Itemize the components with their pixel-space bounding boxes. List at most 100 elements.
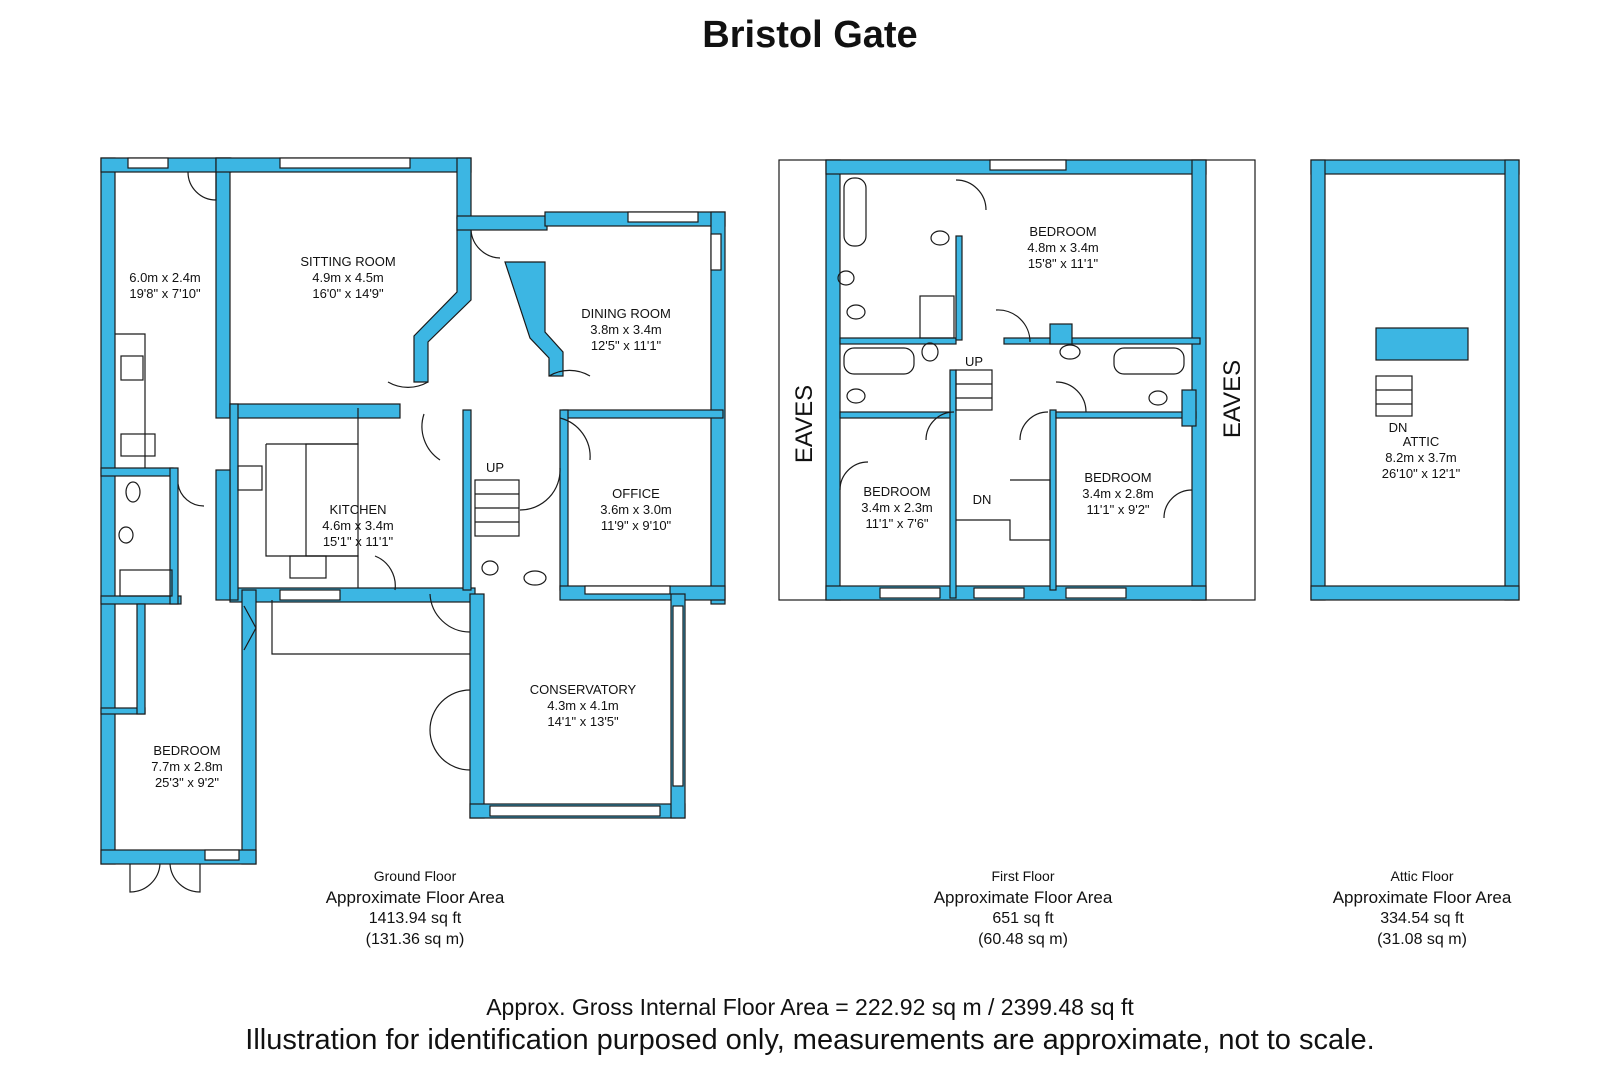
wall-bedroom-right-north <box>1055 411 1197 419</box>
wall-sitting-south <box>229 403 401 419</box>
door-swing <box>429 689 471 731</box>
attic-metric: 8.2m x 3.7m <box>1385 450 1457 465</box>
basin-icon <box>921 342 939 362</box>
wall-sitting-diagonal <box>413 217 472 383</box>
first-stairs-up-label: UP <box>965 354 983 369</box>
door-swing <box>839 461 869 491</box>
sink-icon <box>289 555 327 579</box>
office-metric: 3.6m x 3.0m <box>600 502 672 517</box>
area-label: Approximate Floor Area <box>325 888 505 907</box>
wall-ensuite-right <box>1181 389 1197 427</box>
window <box>1065 587 1127 599</box>
door-swing <box>955 179 987 211</box>
ground-bedroom-imperial: 25'3" x 9'2" <box>155 775 219 790</box>
ground-floor-plan <box>100 157 726 893</box>
area-sqm: (60.48 sq m) <box>978 931 1068 948</box>
window <box>489 805 661 817</box>
ground-west-wall <box>100 157 116 865</box>
window <box>584 585 671 595</box>
attic-north-wall <box>1310 159 1520 175</box>
toilet-icon <box>481 560 499 576</box>
area-label: Approximate Floor Area <box>933 888 1113 907</box>
attic-stairs-dn-label: DN <box>1389 420 1408 435</box>
window <box>627 211 699 223</box>
window <box>127 157 169 169</box>
door-swing <box>421 413 441 461</box>
floor-name: Attic Floor <box>1390 868 1454 884</box>
first-floor-area: First Floor Approximate Floor Area 651 s… <box>893 866 1153 950</box>
hob-icon <box>237 465 263 491</box>
door-swing <box>429 593 471 633</box>
attic-floor-plan <box>1310 159 1520 601</box>
patio-outline <box>271 600 470 655</box>
first-bedroom-right-imperial: 11'1" x 9'2" <box>1086 502 1149 517</box>
wall-kitchen-west <box>229 403 239 601</box>
office-name: OFFICE <box>612 486 660 501</box>
floor-name: First Floor <box>991 868 1055 884</box>
wall-hall-left <box>215 469 231 601</box>
door-swing <box>1163 489 1193 519</box>
kitchen-counter <box>265 408 359 588</box>
window <box>989 159 1067 171</box>
kitchen-metric: 4.6m x 3.4m <box>322 518 394 533</box>
door-swing <box>374 555 396 591</box>
bath-icon <box>843 347 915 375</box>
area-label: Approximate Floor Area <box>1332 888 1512 907</box>
utility-metric: 6.0m x 2.4m <box>129 270 201 285</box>
first-bedroom-right-metric: 3.4m x 2.8m <box>1082 486 1154 501</box>
window <box>204 849 240 861</box>
door-swing <box>548 369 591 377</box>
ground-stairs-up-label: UP <box>486 460 504 475</box>
attic-west-wall <box>1310 159 1326 601</box>
wall-stair-east <box>1049 409 1057 591</box>
door-swing <box>169 863 201 893</box>
attic-name: ATTIC <box>1403 434 1440 449</box>
wall-stair-west <box>949 369 957 599</box>
door-swing <box>129 863 161 893</box>
sitting-room-imperial: 16'0" x 14'9" <box>312 286 384 301</box>
door-swing <box>1019 411 1049 441</box>
office-imperial: 11'9" x 9'10" <box>601 518 672 533</box>
door-swing <box>187 171 217 201</box>
sink-icon <box>120 433 156 457</box>
eaves-outline <box>778 159 1256 601</box>
door-swing <box>243 605 257 651</box>
toilet-icon <box>1148 390 1168 406</box>
window <box>672 605 684 787</box>
dining-room-name: DINING ROOM <box>581 306 671 321</box>
wall-shower-north <box>100 467 174 477</box>
area-sqft: 1413.94 sq ft <box>368 910 462 927</box>
door-swing <box>925 411 955 441</box>
attic-floor-area: Attic Floor Approximate Floor Area 334.5… <box>1292 866 1552 950</box>
toilet-icon <box>125 481 141 503</box>
bath-icon <box>1113 347 1185 375</box>
window <box>973 587 1025 599</box>
basin-icon <box>1059 344 1081 360</box>
bath-icon <box>843 177 867 247</box>
wall-ensuite <box>955 235 963 341</box>
eaves-left-label: EAVES <box>791 385 818 463</box>
stairs-icon <box>956 479 1051 541</box>
wall-office-west <box>559 409 569 591</box>
kitchen-island <box>305 443 359 557</box>
wall-kitchen-south <box>229 587 476 603</box>
ground-bedroom-metric: 7.7m x 2.8m <box>151 759 223 774</box>
basin-icon <box>930 230 950 246</box>
first-bedroom-right-name: BEDROOM <box>1084 470 1151 485</box>
shower-tray-icon <box>119 569 173 597</box>
wall-shower-east <box>169 467 179 605</box>
stairs-icon <box>1375 375 1413 417</box>
wall-bath-south <box>839 337 957 345</box>
basin-icon <box>523 570 547 586</box>
first-bedroom-left-imperial: 11'1" x 7'6" <box>865 516 928 531</box>
basin-icon <box>118 526 134 544</box>
door-swing <box>470 229 501 259</box>
sitting-room-metric: 4.9m x 4.5m <box>312 270 384 285</box>
utility-counter <box>115 333 146 468</box>
hob-icon <box>120 355 144 381</box>
wall-wardrobe <box>136 603 146 715</box>
dining-room-imperial: 12'5" x 11'1" <box>591 338 662 353</box>
conservatory-imperial: 14'1" x 13'5" <box>547 714 619 729</box>
wall-hall-north <box>456 215 548 231</box>
